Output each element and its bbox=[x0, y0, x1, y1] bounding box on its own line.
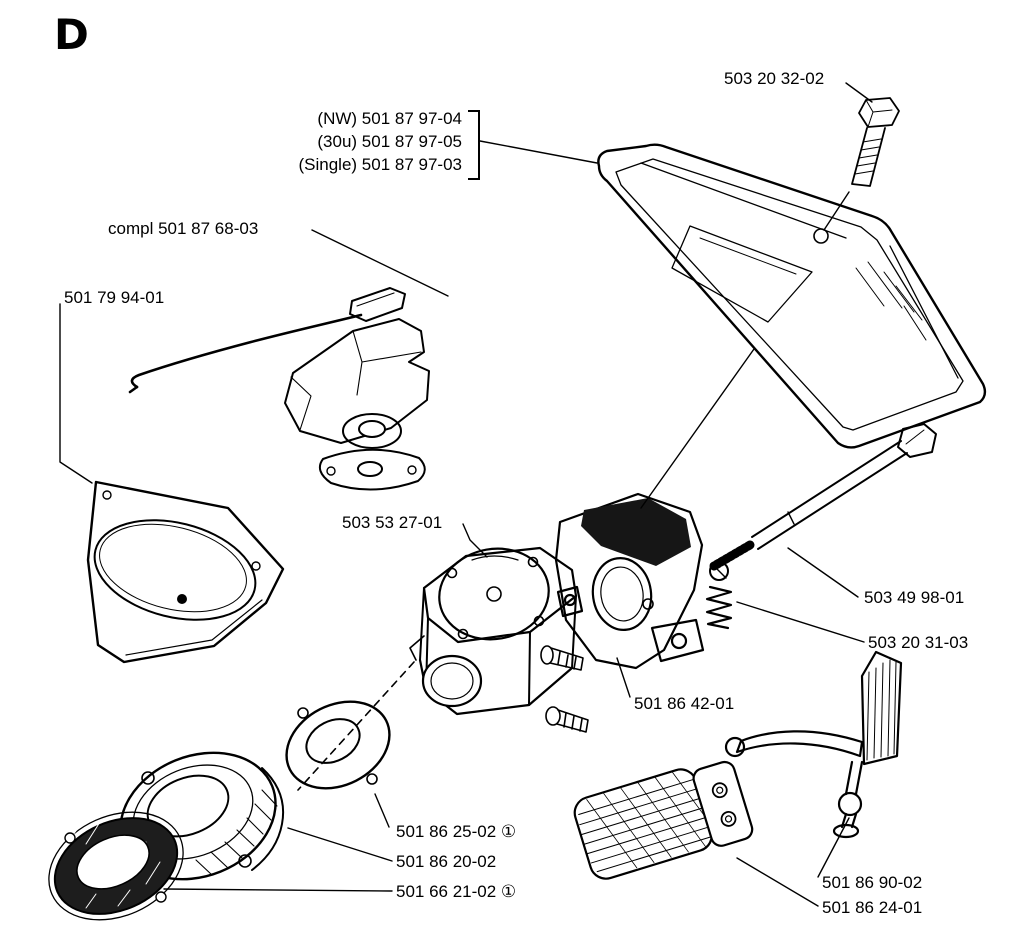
callout-throttle-control: compl 501 87 68-03 bbox=[108, 219, 259, 238]
carburetor-gasket-part bbox=[285, 700, 391, 790]
choke-control-part bbox=[724, 650, 903, 839]
air-filter-part bbox=[573, 760, 754, 880]
air-filter-cover-part bbox=[597, 143, 987, 449]
callout-inlet-spacer: 501 86 20-02 bbox=[396, 852, 497, 871]
throttle-control-part bbox=[128, 287, 430, 491]
section-letter: D bbox=[54, 10, 89, 59]
callout-choke-control: 501 86 90-02 bbox=[822, 873, 923, 892]
idle-screw-spring-part bbox=[705, 561, 733, 630]
inlet-manifold-part bbox=[554, 492, 705, 670]
leader-lines bbox=[59, 82, 873, 907]
carburetor-bolt-part bbox=[709, 423, 937, 571]
callout-cover-screw: 503 20 32-02 bbox=[724, 69, 825, 88]
cover-screw-part bbox=[851, 97, 900, 187]
assembly-axis-dashed bbox=[297, 661, 415, 791]
variant-line-single: (Single) 501 87 97-03 bbox=[298, 155, 462, 174]
callout-air-filter: 501 86 24-01 bbox=[822, 898, 923, 917]
callout-spacer-gasket: 501 66 21-02 ① bbox=[396, 882, 517, 901]
callout-carburetor: 503 53 27-01 bbox=[342, 513, 443, 532]
callout-idle-screw-spring: 503 20 31-03 bbox=[868, 633, 969, 652]
variant-line-30u: (30u) 501 87 97-05 bbox=[317, 132, 462, 151]
callout-carburetor-bolt: 503 49 98-01 bbox=[864, 588, 965, 607]
callout-cover-variants: (NW) 501 87 97-04 (30u) 501 87 97-05 (Si… bbox=[276, 107, 462, 176]
inlet-spacer-part bbox=[119, 751, 285, 881]
variant-bracket bbox=[468, 110, 480, 180]
spacer-gasket-part bbox=[48, 811, 184, 921]
variant-line-nw: (NW) 501 87 97-04 bbox=[317, 109, 462, 128]
callout-baffle-plate: 501 79 94-01 bbox=[64, 288, 165, 307]
carburetor-part bbox=[409, 546, 589, 733]
callout-carburetor-gasket: 501 86 25-02 ① bbox=[396, 822, 517, 841]
baffle-plate-part bbox=[86, 480, 285, 664]
callout-inlet-manifold: 501 86 42-01 bbox=[634, 694, 735, 713]
